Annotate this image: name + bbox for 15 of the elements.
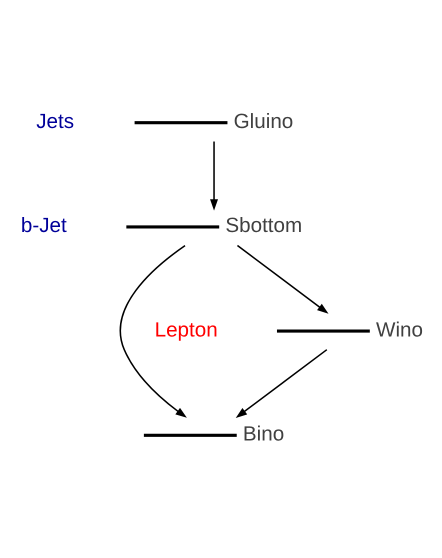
node-label: Gluino [234, 110, 294, 133]
node-bar [144, 434, 237, 437]
arrow [120, 245, 187, 418]
node-label: Bino [242, 422, 284, 446]
node-label: Sbottom [225, 214, 302, 238]
arrow [236, 349, 328, 418]
label: b-Jet [20, 214, 67, 238]
node-bar [126, 225, 220, 228]
label: Lepton [154, 318, 218, 342]
arrow [236, 244, 329, 314]
arrow [210, 142, 218, 211]
node-bar [276, 330, 370, 333]
node-bar [134, 121, 228, 124]
node-label: Wino [376, 318, 424, 342]
label: Jets [36, 110, 74, 133]
